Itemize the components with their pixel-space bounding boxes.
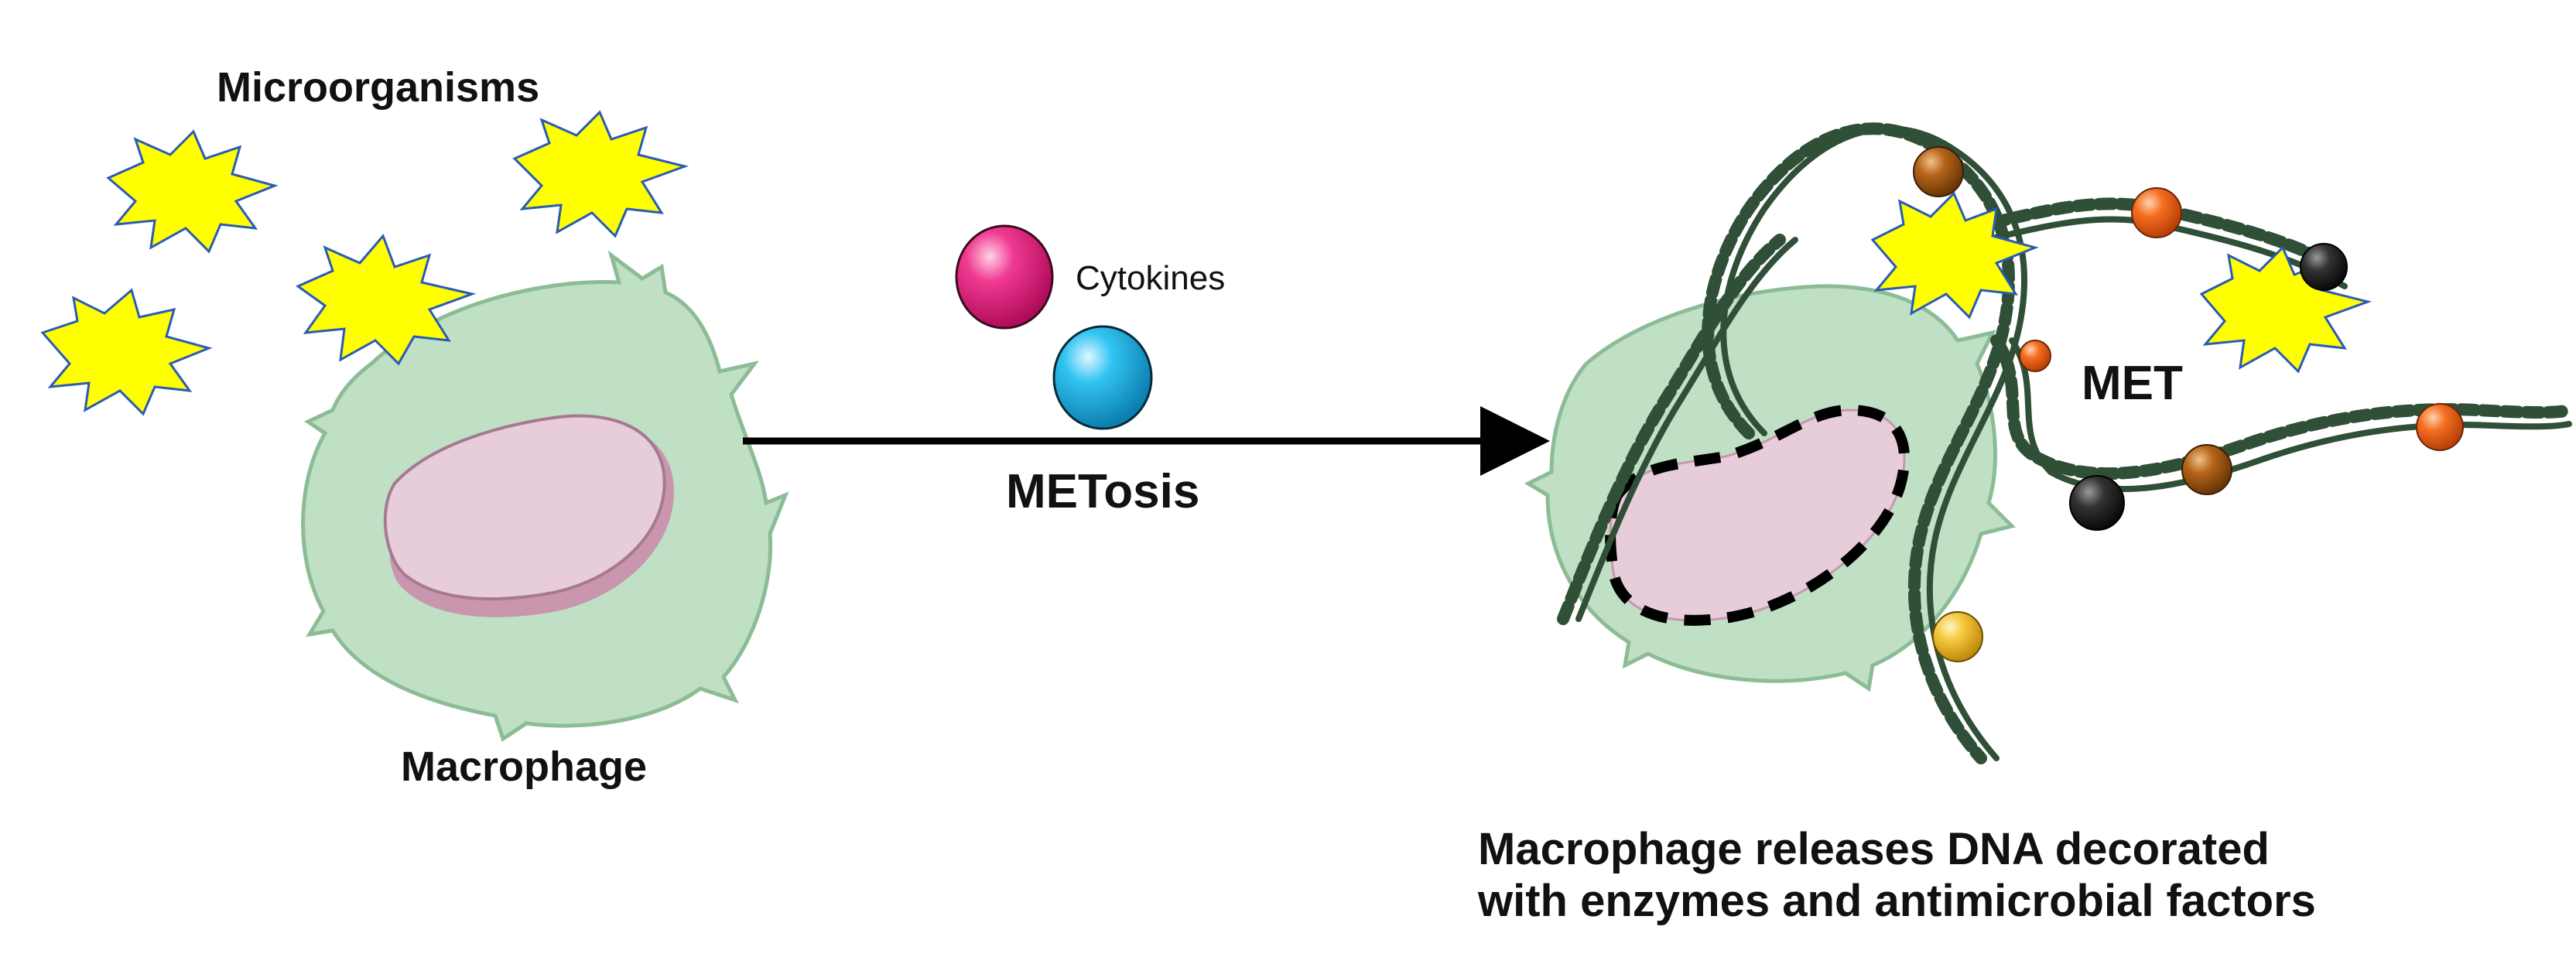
bead-brown xyxy=(2181,444,2232,495)
microorganisms-group xyxy=(40,110,689,416)
bead-black xyxy=(2300,243,2348,291)
microorganism-star xyxy=(2199,245,2372,374)
label-macrophage: Macrophage xyxy=(401,744,648,790)
label-metosis: METosis xyxy=(1006,465,1200,518)
label-microorganisms: Microorganisms xyxy=(217,64,540,111)
enzyme-beads xyxy=(1913,146,2464,662)
cytokines-group xyxy=(955,224,1153,430)
bead-orange xyxy=(2416,403,2464,451)
dna-strand-left-pair xyxy=(1575,237,1798,622)
nuclear-envelope-dashed xyxy=(1605,404,1910,626)
macrophage-left-nucleus xyxy=(383,414,666,600)
bead-yellow xyxy=(1932,611,1983,662)
macrophage-right xyxy=(1524,284,2016,692)
microorganism-star xyxy=(106,129,279,254)
dna-strands xyxy=(1557,122,2575,764)
bead-brown xyxy=(1913,146,1964,197)
dna-strand-loop-return xyxy=(1990,334,2575,480)
microorganism-star xyxy=(1870,191,2039,320)
microorganism-star xyxy=(512,110,689,238)
dna-strand-loop-return-pair xyxy=(2009,337,2572,493)
microorganism-star xyxy=(295,234,477,366)
macrophage-left xyxy=(301,250,789,742)
label-release-caption: Macrophage releases DNA decorated with e… xyxy=(1478,824,2316,927)
cytokine-blue xyxy=(1052,325,1153,430)
label-release-line1: Macrophage releases DNA decorated xyxy=(1478,824,2270,874)
trapped-microorganisms xyxy=(1870,191,2372,374)
label-met: MET xyxy=(2082,357,2183,410)
label-release-line2: with enzymes and antimicrobial factors xyxy=(1478,875,2316,926)
microorganism-star xyxy=(40,288,213,416)
dna-strand-left xyxy=(1557,234,1786,625)
bead-orange xyxy=(2131,187,2182,238)
cytokine-pink xyxy=(955,224,1054,330)
bead-orange-small xyxy=(2019,340,2051,372)
label-cytokines: Cytokines xyxy=(1076,259,1226,297)
bead-black xyxy=(2069,475,2125,531)
